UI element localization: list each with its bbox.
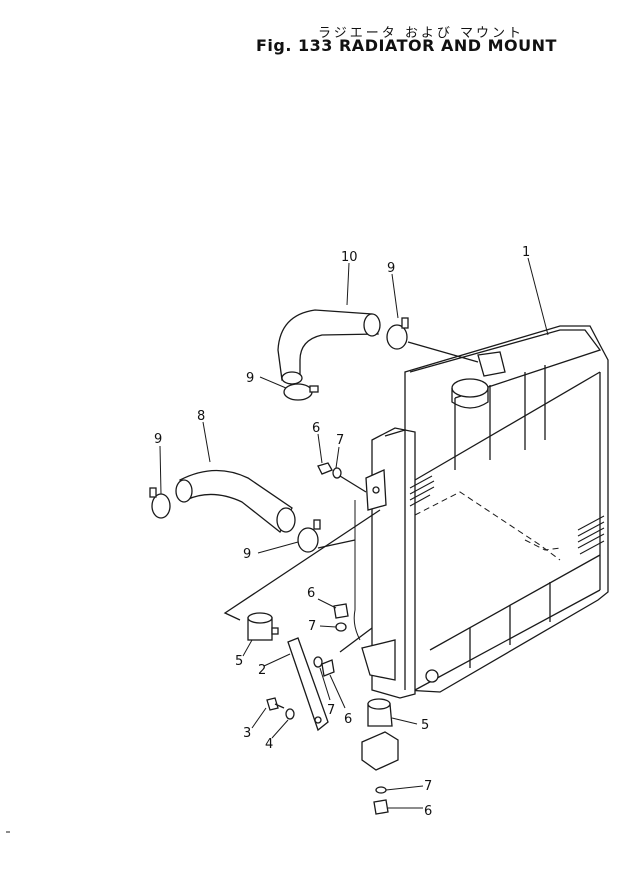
lower-hose [175,469,296,534]
leader-lines [159,257,549,809]
stay-bracket [287,637,335,732]
hose-clamps [149,317,409,553]
callout-1: 1 [522,245,530,260]
callout-6-mid: 6 [307,586,315,601]
callout-5-left: 5 [235,654,243,669]
upper-mount-hardware [317,462,387,511]
callout-9-upper: 9 [387,261,395,276]
callout-10: 10 [341,250,358,265]
callout-7-mid: 7 [308,619,316,634]
callout-8: 8 [197,409,205,424]
figure-title: Fig. 133 RADIATOR AND MOUNT [256,36,557,55]
callout-3: 3 [243,726,251,741]
callout-9-left: 9 [154,432,162,447]
callout-7-upper: 7 [336,433,344,448]
callout-6-bracket: 6 [344,712,352,727]
rubber-mount-left [247,612,279,641]
japanese-title: ラジエータ および マウント [318,26,525,41]
callout-6-upper: 6 [312,421,320,436]
callout-labels: 1 10 9 9 8 9 6 7 9 6 7 5 2 7 6 3 4 5 7 6 [154,245,530,819]
rubber-mount-right [361,698,399,815]
callout-7-bottom: 7 [424,779,432,794]
callout-7-bracket: 7 [327,703,335,718]
callout-9-lower: 9 [243,547,251,562]
callout-5-right: 5 [421,718,429,733]
middle-mount-hardware [333,603,349,632]
bolt-washer [266,697,295,720]
callout-2: 2 [258,663,266,678]
radiator-core [361,325,609,699]
callout-9-mid: 9 [246,371,254,386]
callout-6-bottom: 6 [424,804,432,819]
callout-4: 4 [265,737,273,752]
upper-hose [277,309,381,385]
